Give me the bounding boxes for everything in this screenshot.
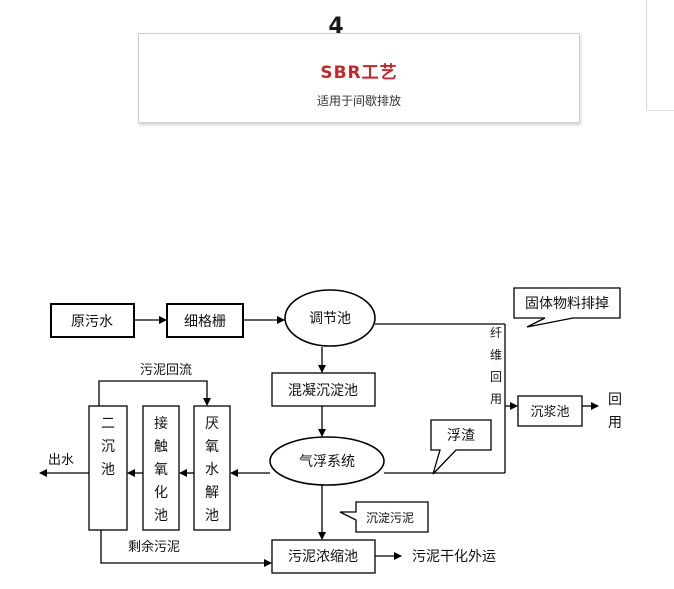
title-card: SBR工艺 适用于间歇排放	[138, 33, 580, 123]
fiber-reuse-label-1: 纤	[490, 326, 502, 340]
contact-oxidation-label-2: 触	[154, 439, 168, 455]
fine-screen-label: 细格栅	[184, 314, 226, 330]
secondary-clarifier-label-3: 池	[101, 462, 115, 478]
fiber-reuse-label-2: 维	[490, 348, 502, 362]
page-frame-edge	[646, 0, 647, 110]
equalization-tank-ellipse	[284, 289, 376, 347]
raw-water-label: 原污水	[71, 314, 113, 330]
sediment-sludge-callout	[339, 501, 429, 533]
fine-screen-box	[166, 303, 244, 338]
solid-discharge-label: 固体物料排掉	[525, 296, 609, 312]
anaerobic-label-4: 解	[205, 485, 219, 501]
card-title: SBR工艺	[320, 63, 398, 83]
sludge-return-label: 污泥回流	[140, 363, 192, 378]
reuse-label-1: 回	[608, 392, 622, 408]
slurry-tank-box	[517, 395, 583, 427]
sludge-thickener-label: 污泥浓缩池	[288, 549, 358, 565]
anaerobic-label-5: 池	[205, 508, 219, 524]
air-flotation-label: 气浮系统	[299, 454, 355, 470]
anaerobic-label-1: 厌	[205, 416, 219, 432]
step-number: 4	[328, 14, 344, 39]
effluent-label: 出水	[48, 453, 74, 468]
solid-discharge-callout	[513, 287, 621, 328]
equalization-tank-label: 调节池	[309, 311, 351, 327]
excess-sludge-label: 剩余污泥	[128, 539, 180, 555]
reuse-label-2: 用	[608, 415, 622, 431]
scum-callout	[430, 419, 492, 475]
coag-sed-tank-box	[271, 372, 376, 407]
slurry-tank-label: 沉浆池	[530, 405, 569, 420]
contact-oxidation-label-3: 氧	[154, 462, 168, 478]
secondary-clarifier-label-1: 二	[101, 416, 115, 432]
sludge-out-label: 污泥干化外运	[412, 549, 496, 565]
anaerobic-label-2: 氧	[205, 439, 219, 455]
scum-label: 浮渣	[447, 428, 475, 444]
contact-oxidation-label-5: 池	[154, 508, 168, 524]
page-frame-edge-bottom	[646, 110, 674, 111]
sediment-sludge-label: 沉淀污泥	[366, 511, 414, 525]
anaerobic-tank-box	[193, 405, 231, 531]
coag-sed-tank-label: 混凝沉淀池	[288, 383, 358, 399]
air-flotation-ellipse	[269, 436, 385, 486]
fiber-reuse-label-4: 用	[490, 392, 502, 406]
contact-oxidation-box	[142, 405, 180, 531]
secondary-clarifier-box	[88, 405, 128, 531]
card-subtitle: 适用于间歇排放	[316, 94, 401, 108]
fiber-reuse-label-3: 回	[490, 370, 502, 384]
contact-oxidation-label-1: 接	[154, 415, 168, 432]
anaerobic-label-3: 水	[205, 462, 219, 478]
secondary-clarifier-label-2: 沉	[101, 439, 115, 455]
contact-oxidation-label-4: 化	[154, 485, 168, 501]
